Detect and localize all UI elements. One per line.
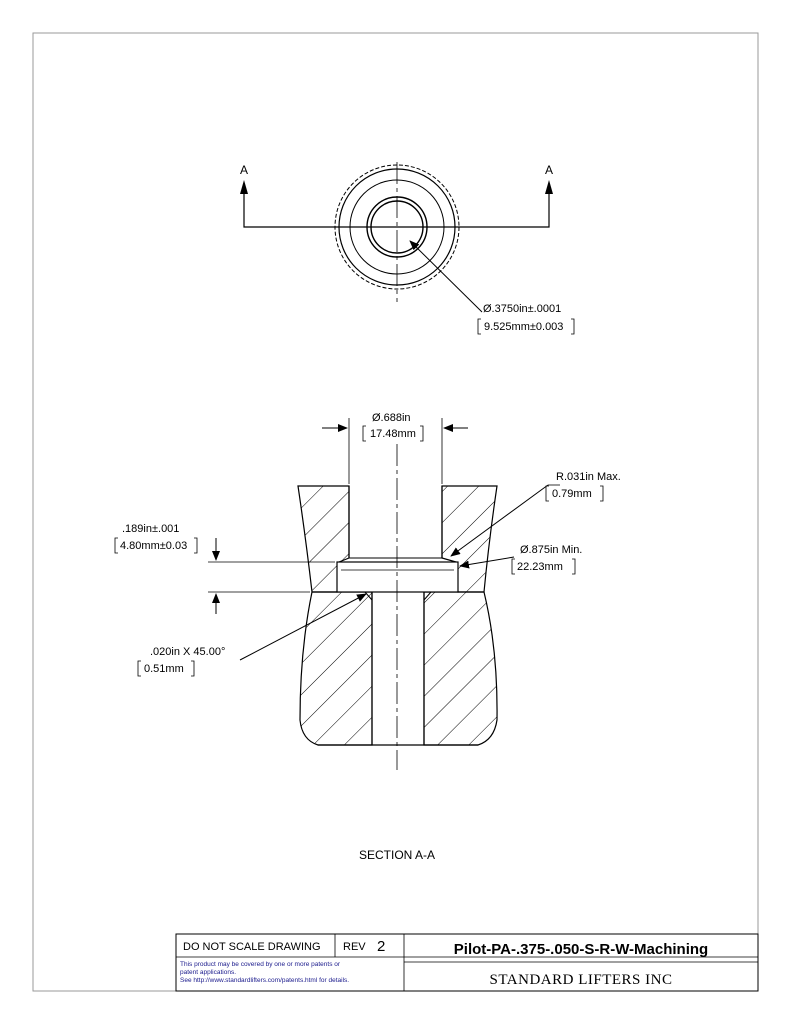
section-view: Ø.688in 17.48mm R.031in Max. 0.79mm Ø.87… bbox=[114, 412, 621, 862]
chamfer-edge-left bbox=[364, 591, 373, 601]
hatch-lower-right bbox=[423, 591, 498, 746]
depth-in-label: .189in±.001 bbox=[122, 523, 179, 535]
company-name: STANDARD LIFTERS INC bbox=[490, 972, 673, 988]
counterbore-dia-in-label: Ø.688in bbox=[372, 412, 411, 424]
scale-note: DO NOT SCALE DRAWING bbox=[183, 941, 321, 953]
bracket bbox=[545, 485, 549, 502]
section-line bbox=[243, 194, 550, 228]
bracket bbox=[572, 558, 576, 575]
patent-line-2: patent applications. bbox=[180, 969, 236, 976]
bracket bbox=[600, 485, 604, 502]
part-number: Pilot-PA-.375-.050-S-R-W-Machining bbox=[454, 941, 708, 958]
chamfer-mm-label: 0.51mm bbox=[144, 663, 184, 675]
section-caption: SECTION A-A bbox=[359, 848, 435, 862]
bracket bbox=[137, 660, 141, 677]
bracket bbox=[194, 537, 198, 554]
undercut-leader bbox=[459, 556, 515, 569]
undercut-dia-mm-label: 22.23mm bbox=[517, 561, 563, 573]
rev-label: REV bbox=[343, 941, 366, 953]
chamfer-leader bbox=[239, 593, 367, 661]
patent-line-3: See http://www.standardlifters.com/paten… bbox=[180, 977, 349, 984]
title-block: DO NOT SCALE DRAWING REV 2 Pilot-PA-.375… bbox=[175, 933, 759, 992]
radius-leader bbox=[450, 484, 549, 557]
chamfer-in-label: .020in X 45.00° bbox=[150, 646, 225, 658]
section-mark-left: A bbox=[240, 163, 248, 177]
title-block-frame bbox=[175, 933, 759, 992]
depth-mm-label: 4.80mm±0.03 bbox=[120, 540, 187, 552]
bore-leader bbox=[409, 240, 483, 313]
bracket bbox=[477, 318, 481, 335]
bore-dia-in-label: Ø.3750in±.0001 bbox=[483, 303, 561, 315]
section-arrow-left bbox=[240, 180, 248, 194]
hatch-lower-left bbox=[299, 591, 373, 746]
section-arrow-right bbox=[545, 180, 553, 194]
bracket bbox=[362, 425, 366, 442]
undercut-dia-in-label: Ø.875in Min. bbox=[520, 544, 582, 556]
undercut-groove bbox=[336, 561, 459, 593]
radius-mm-label: 0.79mm bbox=[552, 488, 592, 500]
counterbore-dia-mm-label: 17.48mm bbox=[370, 428, 416, 440]
top-view: A A Ø.3750in±.0001 9.525mm±0.003 bbox=[240, 162, 575, 335]
bracket bbox=[511, 558, 515, 575]
bracket bbox=[114, 537, 118, 554]
rev-value: 2 bbox=[377, 938, 385, 955]
bracket bbox=[420, 425, 424, 442]
patent-line-1: This product may be covered by one or mo… bbox=[180, 961, 341, 968]
bracket bbox=[571, 318, 575, 335]
radius-in-label: R.031in Max. bbox=[556, 471, 621, 483]
bracket bbox=[191, 660, 195, 677]
section-mark-right: A bbox=[545, 163, 553, 177]
bore-dia-mm-label: 9.525mm±0.003 bbox=[484, 321, 563, 333]
chamfer-edge-right bbox=[423, 591, 432, 601]
